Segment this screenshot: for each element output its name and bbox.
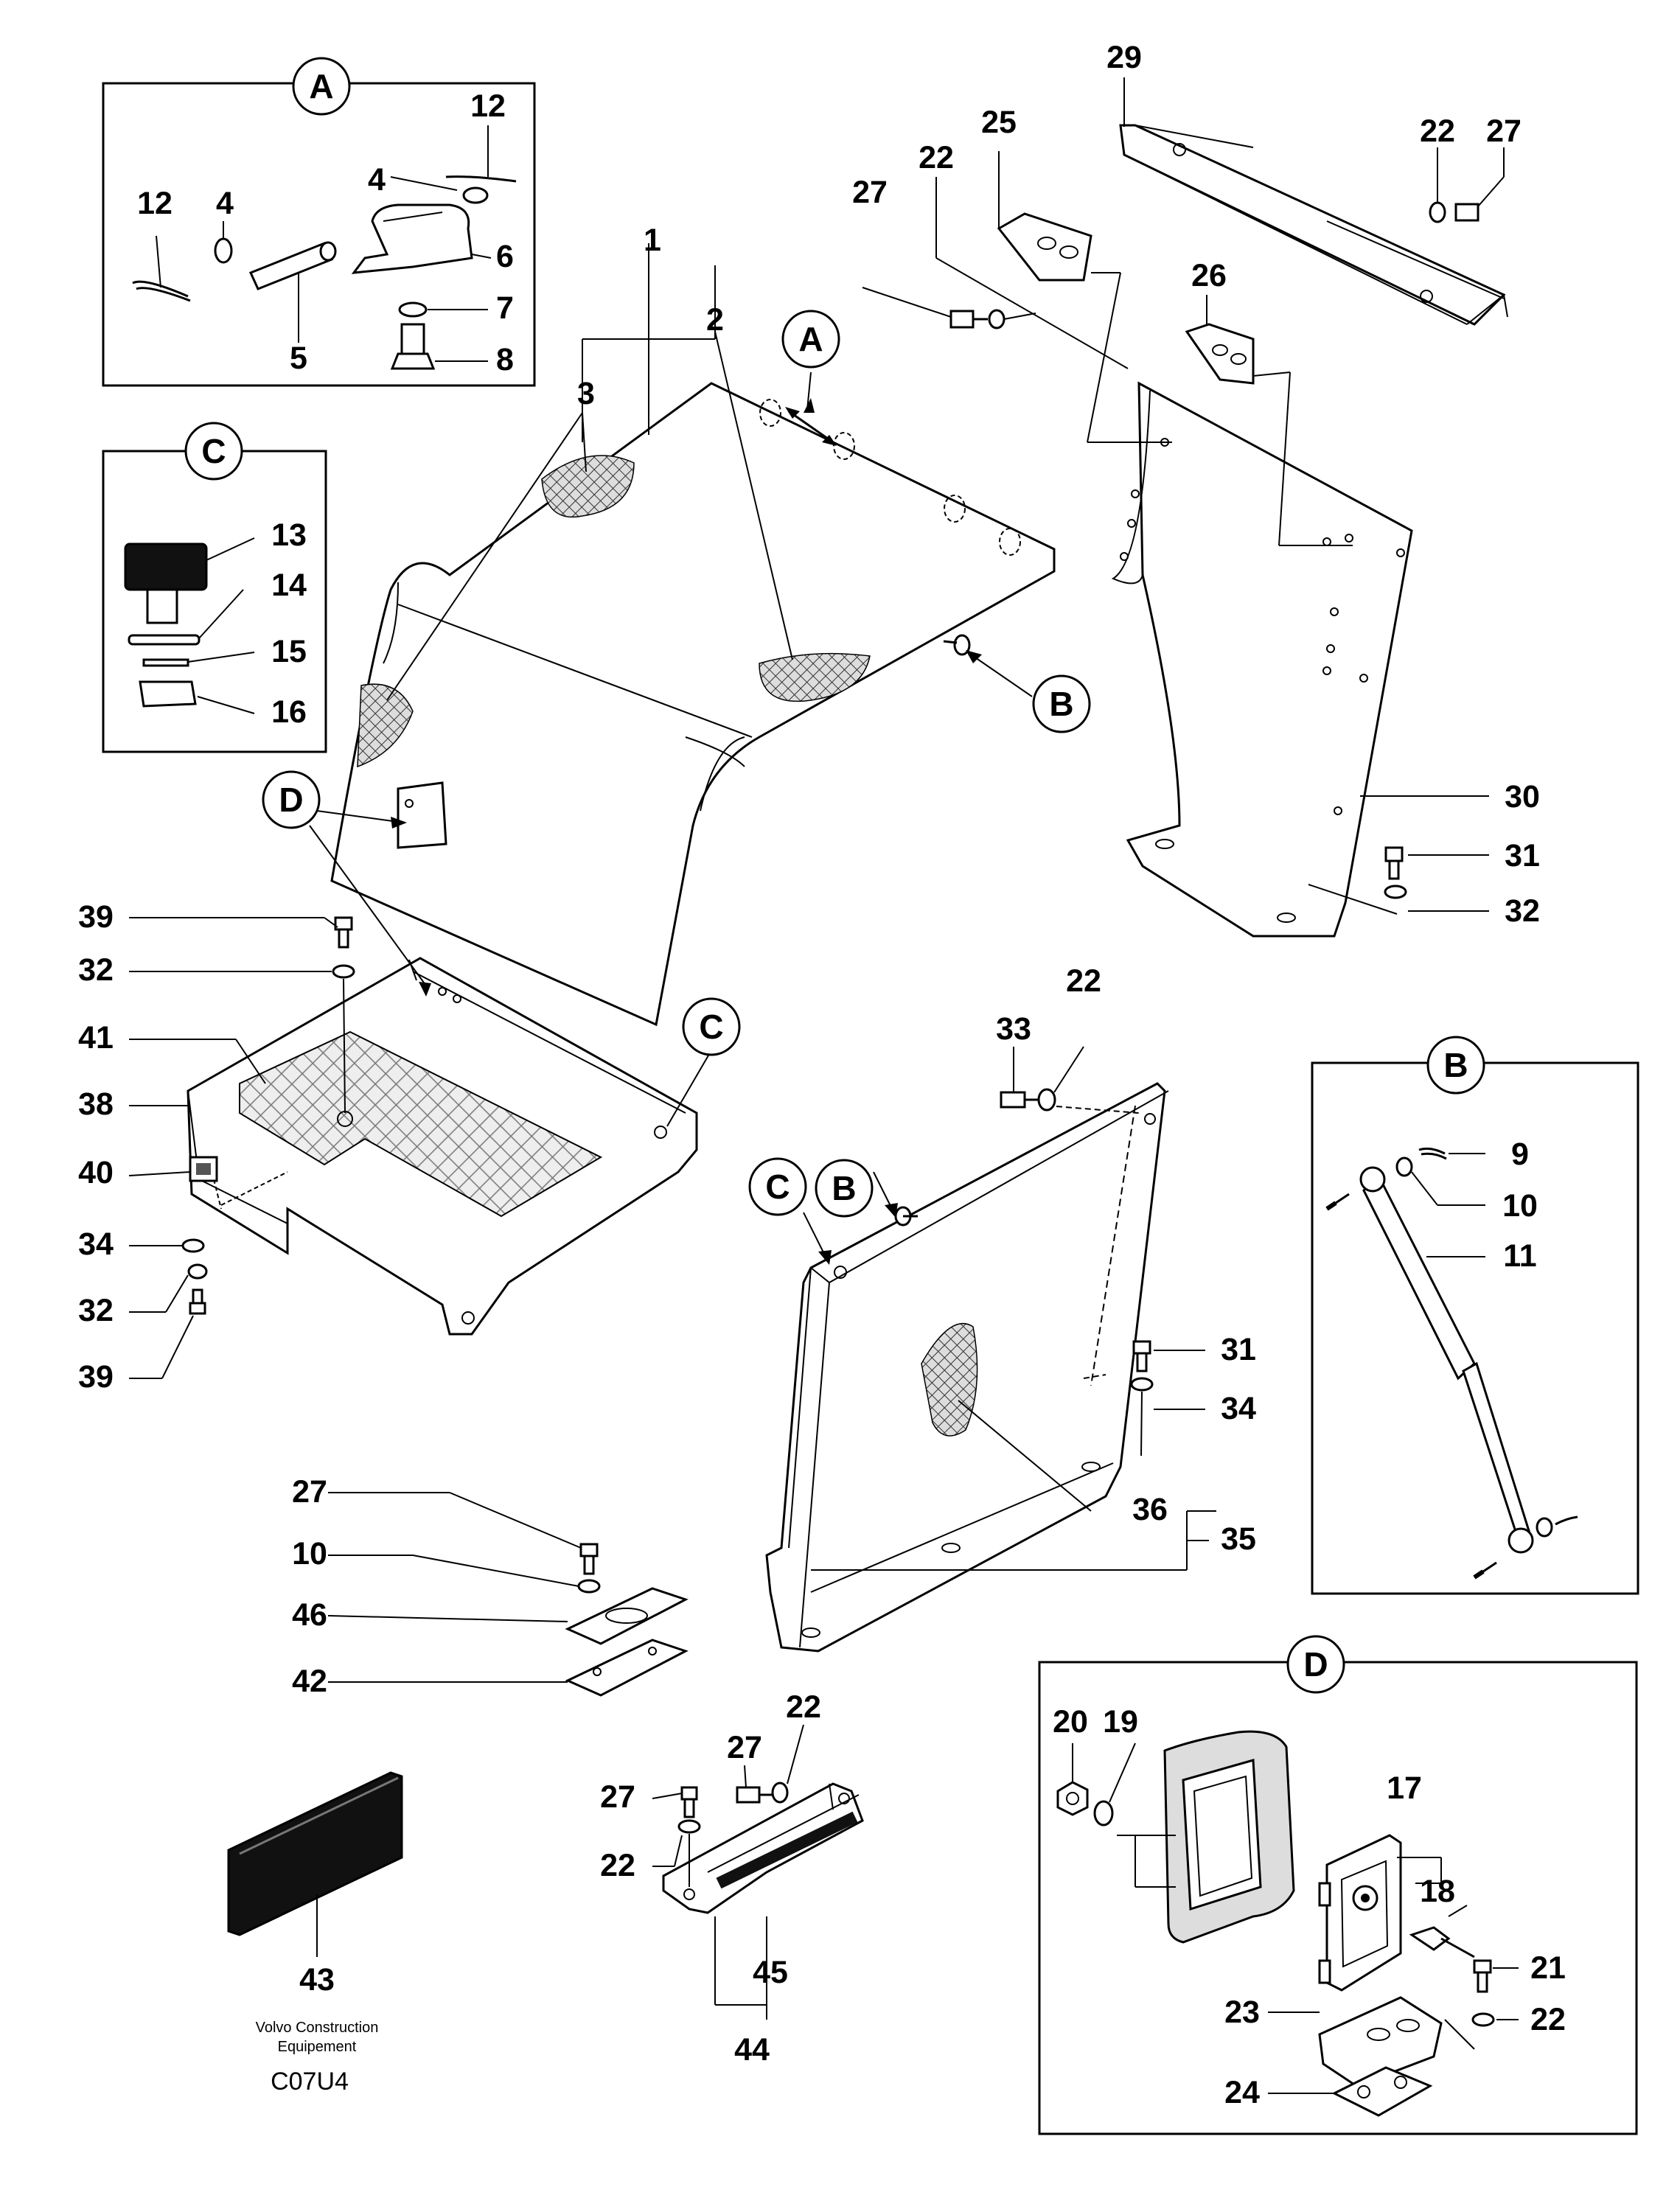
label-15: 15 — [271, 634, 307, 669]
label-31-panel: 31 — [1221, 1332, 1256, 1367]
detail-d-box: D — [1038, 1635, 1638, 2135]
label-26: 26 — [1191, 258, 1227, 293]
callout-c-letter-base: C — [699, 1008, 723, 1046]
step-base-assembly — [128, 825, 712, 1379]
shim-plates — [327, 1492, 689, 1697]
label-39-top: 39 — [78, 899, 114, 935]
side-panel-assembly — [765, 1046, 1216, 1653]
label-27-bracket-right: 27 — [727, 1730, 762, 1765]
label-12-left: 12 — [137, 186, 172, 221]
label-27-shim: 27 — [292, 1474, 327, 1510]
label-33: 33 — [996, 1011, 1031, 1047]
label-14: 14 — [271, 568, 307, 603]
label-9: 9 — [1511, 1137, 1529, 1172]
label-42: 42 — [292, 1664, 327, 1699]
brand-line-2: Equipement — [278, 2039, 357, 2055]
label-39-bottom: 39 — [78, 1359, 114, 1395]
label-10-shim: 10 — [292, 1536, 327, 1571]
label-43: 43 — [299, 1962, 335, 1998]
label-21: 21 — [1530, 1950, 1566, 1986]
label-30: 30 — [1505, 779, 1540, 814]
label-40: 40 — [78, 1155, 114, 1190]
detail-b-box: B — [1311, 1036, 1639, 1595]
label-22-top-right: 22 — [1420, 114, 1455, 149]
callout-d-letter-hood: D — [279, 781, 303, 819]
main-leaders — [316, 243, 1033, 828]
label-13: 13 — [271, 517, 307, 553]
callout-d-letter-box: D — [1303, 1645, 1328, 1684]
label-35: 35 — [1221, 1521, 1256, 1557]
label-3: 3 — [577, 376, 595, 411]
label-31-top: 31 — [1505, 838, 1540, 873]
label-7: 7 — [496, 290, 514, 326]
label-19: 19 — [1103, 1704, 1138, 1740]
label-29: 29 — [1106, 40, 1142, 75]
bracket-assembly — [652, 1724, 864, 2020]
label-27-bracket-left: 27 — [600, 1779, 635, 1815]
detail-c-box: C — [102, 422, 327, 753]
label-45: 45 — [753, 1955, 788, 1990]
drawing-code: C07U4 — [271, 2068, 349, 2096]
label-1: 1 — [644, 223, 661, 258]
label-38: 38 — [78, 1086, 114, 1122]
label-24: 24 — [1224, 2075, 1260, 2110]
label-27-top-right: 27 — [1486, 114, 1522, 149]
main-hood-cover — [330, 382, 1056, 1027]
callout-b-letter-hood: B — [1049, 685, 1073, 723]
brand-line-1: Volvo Construction — [256, 2020, 379, 2036]
label-16: 16 — [271, 694, 307, 730]
label-8: 8 — [496, 342, 514, 377]
label-4-right: 4 — [368, 162, 386, 198]
label-34-left: 34 — [78, 1227, 114, 1262]
callout-a-letter: A — [309, 67, 333, 105]
label-34-panel: 34 — [1221, 1391, 1256, 1426]
label-20: 20 — [1053, 1704, 1088, 1740]
rear-panel-assembly — [862, 77, 1508, 938]
label-22-panel: 22 — [1066, 963, 1101, 999]
label-46: 46 — [292, 1597, 327, 1633]
label-4-left: 4 — [216, 186, 234, 221]
label-18: 18 — [1420, 1874, 1455, 1909]
label-27-bracket: 27 — [852, 175, 888, 210]
label-32-left-top: 32 — [78, 952, 114, 988]
label-6: 6 — [496, 239, 514, 274]
callout-b-letter-panel: B — [832, 1169, 856, 1207]
label-36: 36 — [1132, 1492, 1168, 1527]
rubber-bumper — [227, 1771, 403, 1957]
label-11: 11 — [1503, 1238, 1536, 1274]
label-22-bracket-right: 22 — [786, 1689, 821, 1725]
label-22-box-d: 22 — [1530, 2002, 1566, 2037]
detail-a-box: A — [102, 57, 536, 387]
callout-a-on-hood — [781, 310, 840, 369]
label-5: 5 — [290, 341, 307, 376]
label-44: 44 — [734, 2032, 770, 2068]
callout-c-letter-panel: C — [765, 1168, 790, 1206]
label-23: 23 — [1224, 1995, 1260, 2030]
label-41: 41 — [78, 1020, 114, 1056]
label-10-box: 10 — [1502, 1188, 1538, 1224]
label-25: 25 — [981, 105, 1017, 140]
label-32-left-bottom: 32 — [78, 1293, 114, 1328]
label-22-bracket-left: 22 — [600, 1848, 635, 1883]
label-32-right: 32 — [1505, 893, 1540, 929]
callout-c-letter-box: C — [201, 432, 226, 470]
label-2: 2 — [706, 302, 724, 338]
label-12-right: 12 — [470, 88, 506, 124]
callout-b-letter-box: B — [1443, 1046, 1468, 1084]
label-22-bracket: 22 — [919, 140, 954, 175]
label-17: 17 — [1387, 1770, 1422, 1806]
callout-a-circle — [292, 57, 351, 116]
callout-a-letter-hood: A — [798, 320, 823, 358]
